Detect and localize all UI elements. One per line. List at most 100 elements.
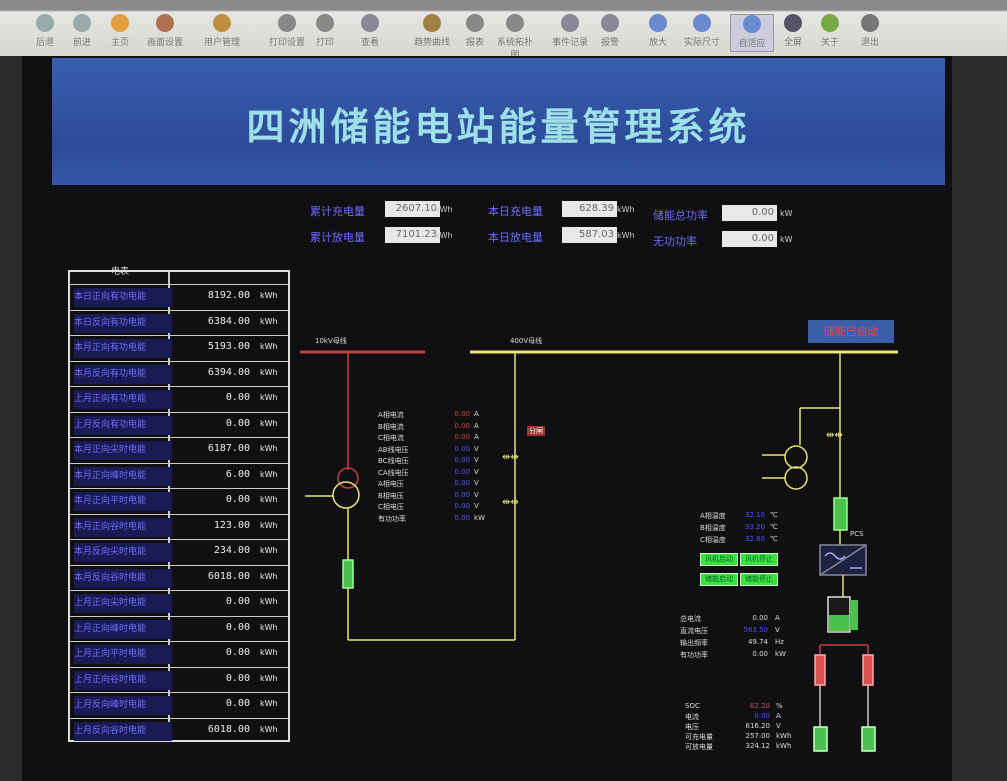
toolbar-button-12[interactable]: 报警 [588, 14, 632, 48]
pcs-info-unit: kW [775, 650, 786, 658]
measurement-label: 有功功率 [378, 514, 406, 523]
toolbar-button-13[interactable]: 放大 [636, 14, 680, 48]
measurement-value: 0.00 [454, 490, 470, 499]
toolbar-button-11[interactable]: 事件记录 [548, 14, 592, 48]
printer-settings-icon [278, 14, 296, 32]
toolbar-button-1[interactable]: 前进 [60, 14, 104, 48]
meter-row-label: 本月反向尖时电能 [74, 543, 172, 562]
temperature-unit: ℃ [770, 535, 778, 543]
toolbar-button-0[interactable]: 后退 [23, 14, 67, 48]
trend-icon [423, 14, 441, 32]
bms-info-unit: kWh [776, 732, 792, 740]
meter-row-label: 本日反向有功电能 [74, 313, 172, 333]
toolbar-button-16[interactable]: 全屏 [771, 14, 815, 48]
measurement-value: 0.00 [454, 502, 470, 510]
toolbar-button-9[interactable]: 报表 [453, 14, 497, 48]
summary-label: 累计充电量 [310, 205, 365, 218]
zoom-in-icon [649, 14, 667, 32]
view-icon [361, 14, 379, 32]
control-button[interactable]: 储能停止 [740, 573, 778, 586]
toolbar-button-18[interactable]: 退出 [848, 14, 892, 48]
meter-row-value: 0.00 [225, 494, 250, 505]
back-icon [36, 14, 54, 32]
meter-row-value: 0.00 [225, 392, 250, 403]
toolbar-button-5[interactable]: 打印设置 [265, 14, 309, 48]
toolbar-button-2[interactable]: 主页 [98, 14, 142, 48]
fullscreen-icon [784, 14, 802, 32]
toolbar-button-label: 打印 [315, 38, 334, 48]
summary-label: 无功功率 [653, 235, 697, 248]
meter-header: 电表 [110, 267, 129, 277]
pcs-info-label: 输出频率 [680, 639, 708, 647]
measurement-label: AB线电压 [378, 445, 409, 454]
meter-row-label: 本月正向有功电能 [74, 339, 172, 358]
meter-row-unit: kWh [260, 393, 278, 402]
hv-bus-label: 10kV母线 [315, 337, 347, 345]
measurement-value: 0.00 [454, 444, 470, 453]
measurement-unit: V [474, 456, 479, 464]
control-button[interactable]: 储能启动 [700, 573, 738, 586]
meter-row-value: 6018.00 [207, 570, 250, 582]
toolbar-button-17[interactable]: 关于 [808, 14, 852, 48]
summary-value-field: 0.00 [722, 205, 777, 221]
bms-info-value: 324.12 [745, 742, 771, 750]
meter-row-value: 0.00 [225, 417, 250, 429]
measurement-label: A相电压 [378, 480, 404, 488]
toolbar-button-6[interactable]: 打印 [303, 14, 347, 48]
hv-transformer-winding [337, 467, 359, 489]
pcs-label: PCS [850, 530, 864, 538]
toolbar-button-label: 报表 [465, 38, 484, 48]
toolbar-button-7[interactable]: 查看 [348, 14, 392, 48]
meter-row-label: 上月反向有功电能 [74, 415, 172, 435]
meter-row-value: 6384.00 [207, 315, 250, 327]
battery-icon [813, 726, 828, 752]
meter-row-label: 本月正向平时电能 [74, 492, 172, 511]
breaker-status[interactable]: 分闸 [527, 426, 545, 436]
toolbar-button-14[interactable]: 实际尺寸 [680, 14, 724, 48]
pcs-info-value: 49.74 [747, 638, 768, 646]
measurement-value: 0.00 [454, 479, 470, 487]
bms-info-label: 电压 [685, 723, 699, 731]
fuse-icon [814, 654, 826, 686]
actual-size-icon [693, 14, 711, 32]
temperature-unit: ℃ [770, 523, 778, 531]
toolbar-button-8[interactable]: 趋势曲线 [410, 14, 454, 48]
meter-row-label: 本月反向有功电能 [74, 364, 172, 384]
toolbar-button-4[interactable]: 用户管理 [200, 14, 244, 48]
temperature-label: A相温度 [700, 512, 726, 520]
measurement-value: 0.00 [454, 421, 470, 430]
summary-unit: kW [780, 209, 793, 218]
measurement-value: 0.00 [454, 456, 470, 464]
meter-row-label: 上月正向有功电能 [74, 390, 172, 409]
forward-icon [73, 14, 91, 32]
summary-value-field: 628.39 [562, 201, 617, 217]
toolbar-button-3[interactable]: 画面设置 [143, 14, 187, 48]
measurement-unit: kW [474, 513, 485, 522]
fuse-icon [833, 497, 848, 531]
summary-unit: kWh [617, 205, 635, 214]
meter-row-value: 234.00 [213, 545, 250, 556]
meter-row-unit: kWh [260, 418, 278, 428]
meter-row-value: 0.00 [225, 621, 250, 633]
table-row: 上月反向有功电能 0.00 kWh [70, 411, 288, 437]
control-button[interactable]: 风机启动 [700, 553, 738, 566]
meter-row-label: 上月正向峰时电能 [74, 619, 172, 639]
summary-value-field: 0.00 [722, 231, 777, 247]
control-button[interactable]: 风机停止 [740, 553, 778, 566]
measurement-value: 0.00 [454, 467, 470, 476]
toolbar-button-label: 查看 [360, 38, 379, 48]
measurement-unit: V [474, 444, 479, 453]
meter-row-label: 本月正向尖时电能 [74, 441, 172, 460]
pcs-info-unit: Hz [775, 638, 784, 646]
toolbar-button-15[interactable]: 自适应 [730, 14, 774, 52]
page-title: 四洲储能电站能量管理系统 [246, 104, 751, 149]
measurement-value: 0.00 [454, 513, 470, 522]
